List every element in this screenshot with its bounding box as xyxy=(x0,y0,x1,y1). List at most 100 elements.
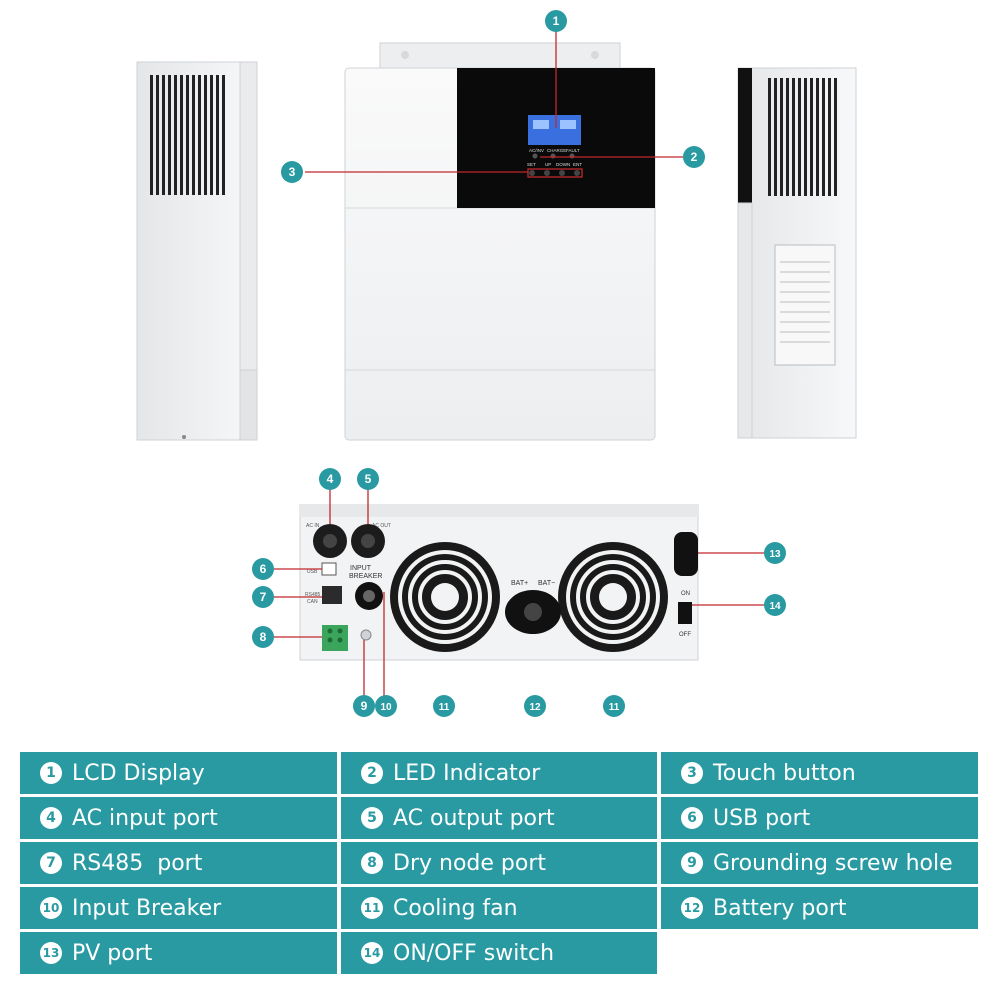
legend-label: AC output port xyxy=(393,805,555,831)
legend-item-on-off-switch: 14 ON/OFF switch xyxy=(341,932,657,974)
legend-number: 3 xyxy=(681,762,703,784)
callout-10: 10 xyxy=(375,695,397,717)
legend-label: Dry node port xyxy=(393,850,546,876)
right-side-view xyxy=(737,67,857,439)
on-off-switch[interactable] xyxy=(678,602,692,624)
legend-number: 12 xyxy=(681,897,703,919)
legend-item-dry-node-port: 8 Dry node port xyxy=(341,842,657,884)
legend-item-usb-port: 6 USB port xyxy=(661,797,978,839)
legend-number: 1 xyxy=(40,762,62,784)
legend-item-touch-button: 3 Touch button xyxy=(661,752,978,794)
callout-3: 3 xyxy=(281,161,303,183)
legend-label: ON/OFF switch xyxy=(393,940,555,966)
spec-label xyxy=(774,244,836,366)
bat-minus-label: BAT− xyxy=(538,580,555,587)
touch-button[interactable] xyxy=(544,170,550,176)
svg-text:2: 2 xyxy=(691,150,698,164)
svg-text:8: 8 xyxy=(260,630,267,644)
rs485-label: RS485 xyxy=(305,592,321,598)
bat-plus-label: BAT+ xyxy=(511,580,528,587)
legend-label: USB port xyxy=(713,805,811,831)
legend-number: 13 xyxy=(40,942,62,964)
callout-5: 5 xyxy=(357,468,379,490)
button-label-ent: ENT xyxy=(573,162,582,167)
svg-text:14: 14 xyxy=(769,601,781,612)
touch-button[interactable] xyxy=(574,170,580,176)
legend-label: PV port xyxy=(72,940,153,966)
callout-leaders xyxy=(272,30,764,697)
rs485-port xyxy=(322,586,342,604)
vent-grille xyxy=(768,78,840,196)
callout-7: 7 xyxy=(252,586,274,608)
callout-14: 14 xyxy=(764,594,786,616)
svg-text:1: 1 xyxy=(553,14,560,28)
legend-label: AC input port xyxy=(72,805,218,831)
vent-grille xyxy=(150,75,228,195)
ac-in-label: AC IN xyxy=(306,523,320,529)
rear-panel-view: AC IN AC OUT USB RS485 CAN INPUT BREAKER xyxy=(299,504,699,661)
callout-6: 6 xyxy=(252,558,274,580)
svg-text:5: 5 xyxy=(365,472,372,486)
callout-13: 13 xyxy=(764,542,786,564)
legend-number: 9 xyxy=(681,852,703,874)
legend-label: Grounding screw hole xyxy=(713,850,953,876)
usb-port xyxy=(321,562,337,576)
legend-number: 14 xyxy=(361,942,383,964)
input-label: INPUT xyxy=(350,565,372,572)
pv-port xyxy=(674,532,698,576)
legend-item-ac-input-port: 4 AC input port xyxy=(20,797,337,839)
callout-4: 4 xyxy=(319,468,341,490)
lcd-screen xyxy=(528,115,581,145)
callout-2: 2 xyxy=(683,146,705,168)
breaker-label: BREAKER xyxy=(349,573,382,580)
legend-number: 10 xyxy=(40,897,62,919)
legend-label: Battery port xyxy=(713,895,847,921)
svg-text:13: 13 xyxy=(769,549,781,560)
led-indicator xyxy=(550,153,556,159)
led-indicator xyxy=(532,153,538,159)
callout-badges: 1 2 3 4 5 6 7 8 9 10 11 12 11 13 14 xyxy=(252,10,786,717)
callout-11-left: 11 xyxy=(433,695,455,717)
ac-out-label: AC OUT xyxy=(372,523,391,529)
callout-9: 9 xyxy=(353,695,375,717)
svg-text:4: 4 xyxy=(327,472,334,486)
callout-8: 8 xyxy=(252,626,274,648)
button-label-set: SET xyxy=(527,162,536,167)
cooling-fan-left xyxy=(390,542,500,652)
svg-text:9: 9 xyxy=(361,699,368,713)
svg-text:3: 3 xyxy=(289,165,296,179)
legend-number: 11 xyxy=(361,897,383,919)
legend-number: 6 xyxy=(681,807,703,829)
legend-number: 7 xyxy=(40,852,62,874)
callout-12: 12 xyxy=(524,695,546,717)
legend-item-pv-port: 13 PV port xyxy=(20,932,337,974)
front-view: AC/INV CHARGE FAULT SET UP DOWN ENT xyxy=(344,42,656,441)
led-label-acinv: AC/INV xyxy=(529,148,544,153)
button-label-up: UP xyxy=(545,162,551,167)
led-label-charge: CHARGE xyxy=(547,148,566,153)
svg-text:12: 12 xyxy=(529,702,541,713)
svg-text:6: 6 xyxy=(260,562,267,576)
callout-1: 1 xyxy=(545,10,567,32)
left-side-view xyxy=(136,61,258,441)
legend-number: 4 xyxy=(40,807,62,829)
touch-button[interactable] xyxy=(559,170,565,176)
legend-item-grounding-screw-hole: 9 Grounding screw hole xyxy=(661,842,978,884)
touch-button[interactable] xyxy=(529,170,535,176)
legend-label: Touch button xyxy=(713,760,856,786)
led-indicator xyxy=(569,153,575,159)
legend-label: Cooling fan xyxy=(393,895,518,921)
cooling-fan-right xyxy=(558,542,668,652)
on-label: ON xyxy=(681,591,690,597)
legend-item-cooling-fan: 11 Cooling fan xyxy=(341,887,657,929)
callout-11-right: 11 xyxy=(603,695,625,717)
legend-number: 8 xyxy=(361,852,383,874)
can-label: CAN xyxy=(307,599,318,605)
button-label-down: DOWN xyxy=(556,162,570,167)
